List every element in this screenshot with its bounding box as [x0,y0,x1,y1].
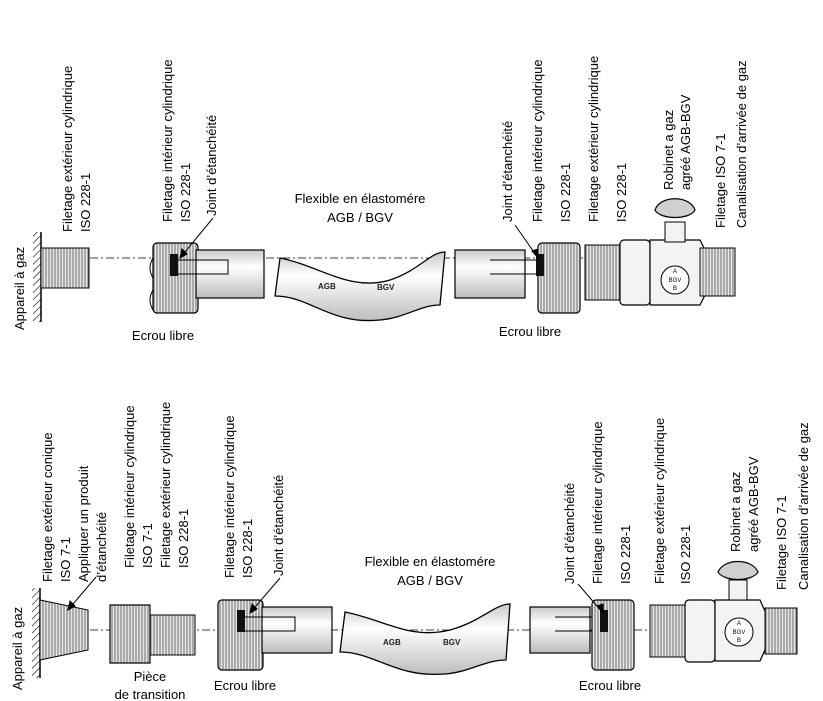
top-inner-cyl-line2: ISO 228-1 [178,163,193,222]
top-right-inner-line2: ISO 228-1 [558,163,573,222]
top-appliance-label: Appareil à gaz [12,247,27,330]
bottom-transition-label-line2: de transition [115,687,186,701]
top-appliance-wall [33,232,90,322]
top-valve: A BGV B [584,198,736,306]
bottom-sealant-line1: Appliquer un produit [76,465,91,582]
top-outer-cyl-line1: Filetage extérieur cylindrique [60,66,75,232]
bottom-hose-mark-agb: AGB [383,638,401,647]
top-right-outer-line2: ISO 228-1 [614,163,629,222]
bottom-nut-thread-line1: Filetage intérieur cylindrique [222,415,237,578]
top-valve-badge-a: A [673,269,677,275]
top-right-nut-label: Ecrou libre [499,324,561,339]
bottom-valve-badge-a: A [737,621,741,627]
bottom-appliance-wall [32,588,89,678]
bottom-right-outer-line1: Filetage extérieur cylindrique [652,418,667,584]
bottom-right-nut [529,599,635,671]
top-outer-cyl-line2: ISO 228-1 [78,173,93,232]
bottom-hose-title-line2: AGB / BGV [397,573,463,588]
bottom-transition-piece [109,604,196,664]
bottom-valve-badge-b: B [737,638,741,644]
bottom-assembly: AGB BGV A BGV B [10,402,811,701]
bottom-conic-line1: Filetage extérieur conique [40,432,55,582]
top-assembly: AGB BGV A BGV B [12,56,749,343]
bottom-supply-line2: Canalisation d’arrivée de gaz [796,422,811,590]
top-hose-title-line1: Flexible en élastomére [295,191,426,206]
top-valve-line2: agréé AGB-BGV [678,94,693,190]
top-left-nut-label: Ecrou libre [132,328,194,343]
bottom-transition-thread-1: Filetage intérieur cylindrique [122,405,137,568]
top-left-nut [149,242,265,314]
bottom-conic-line2: ISO 7-1 [58,537,73,582]
bottom-left-seal-ring [237,610,245,632]
bottom-nut-thread-line2: ISO 228-1 [240,519,255,578]
top-hose-title-line2: AGB / BGV [327,210,393,225]
top-right-outer-line1: Filetage extérieur cylindrique [586,56,601,222]
bottom-valve-badge-bgv: BGV [733,630,746,636]
bottom-right-inner-line2: ISO 228-1 [618,525,633,584]
bottom-hose-mark-bgv: BGV [443,638,461,647]
bottom-transition-label-line1: Pièce [134,669,167,684]
top-left-seal-ring [170,254,178,276]
top-valve-badge-b: B [673,286,677,292]
top-supply-line1: Filetage ISO 7-1 [713,133,728,228]
top-right-nut [454,242,581,314]
bottom-left-nut-label: Ecrou libre [214,678,276,693]
bottom-valve-line1: Robinet a gaz [728,472,743,552]
top-hose-mark-agb: AGB [318,282,336,291]
bottom-valve-line2: agréé AGB-BGV [746,456,761,552]
bottom-transition-thread-4: ISO 228-1 [176,509,191,568]
bottom-right-outer-line2: ISO 228-1 [678,525,693,584]
top-hose-mark-bgv: BGV [377,283,395,292]
bottom-right-nut-label: Ecrou libre [579,678,641,693]
top-valve-line1: Robinet a gaz [661,110,676,190]
top-supply-line2: Canalisation d’arrivée de gaz [734,60,749,228]
bottom-valve: A BGV B [649,560,798,663]
top-right-seal-label: Joint d’étanchéité [500,121,515,222]
bottom-transition-thread-3: Filetage extérieur cylindrique [158,402,173,568]
top-inner-cyl-line1: Filetage intérieur cylindrique [160,59,175,222]
bottom-appliance-label: Appareil à gaz [10,607,25,690]
top-seal-label: Joint d’étanchéité [204,115,219,216]
bottom-right-seal-label: Joint d’étanchéité [562,483,577,584]
top-hose: AGB BGV [274,251,446,322]
bottom-transition-thread-2: ISO 7-1 [140,523,155,568]
top-leaders [179,217,539,260]
bottom-hose: AGB BGV [339,603,511,676]
bottom-right-inner-line1: Filetage intérieur cylindrique [590,421,605,584]
bottom-leaders [67,576,604,615]
bottom-sealant-line2: d’étanchéité [94,512,109,582]
bottom-seal-label: Joint d’étanchéité [271,475,286,576]
top-right-seal-ring [536,254,544,276]
bottom-left-nut [217,599,333,671]
top-valve-badge-bgv: BGV [669,278,682,284]
bottom-supply-line1: Filetage ISO 7-1 [774,495,789,590]
bottom-right-seal-ring [600,610,608,632]
bottom-hose-title-line1: Flexible en élastomére [365,554,496,569]
top-right-inner-line1: Filetage intérieur cylindrique [530,59,545,222]
